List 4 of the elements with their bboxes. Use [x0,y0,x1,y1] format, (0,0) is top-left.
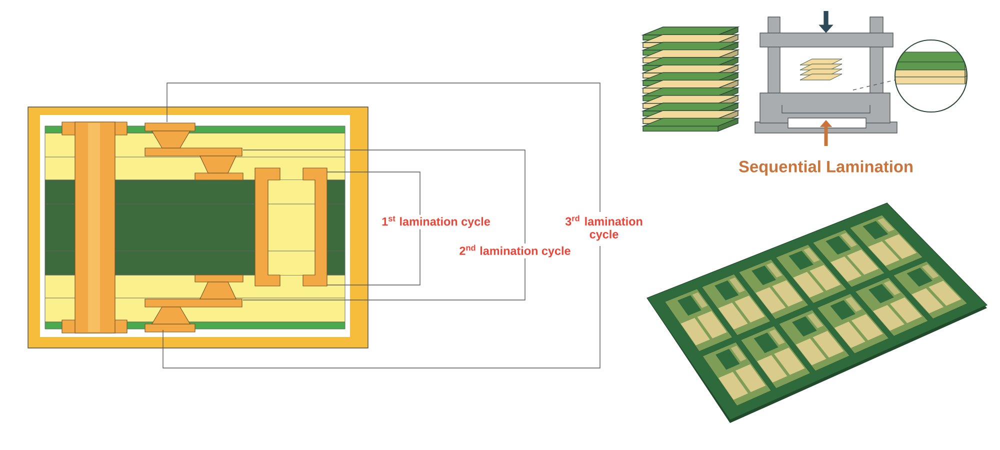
cycle-label: 2$^{nd}$ lamination cycle [458,244,572,258]
cycle-label: 3$^{rd}$ lamination cycle [565,215,642,241]
cycle-label: 1$^{st}$ lamination cycle [380,214,492,230]
caption: Sequential Lamination [739,160,912,176]
